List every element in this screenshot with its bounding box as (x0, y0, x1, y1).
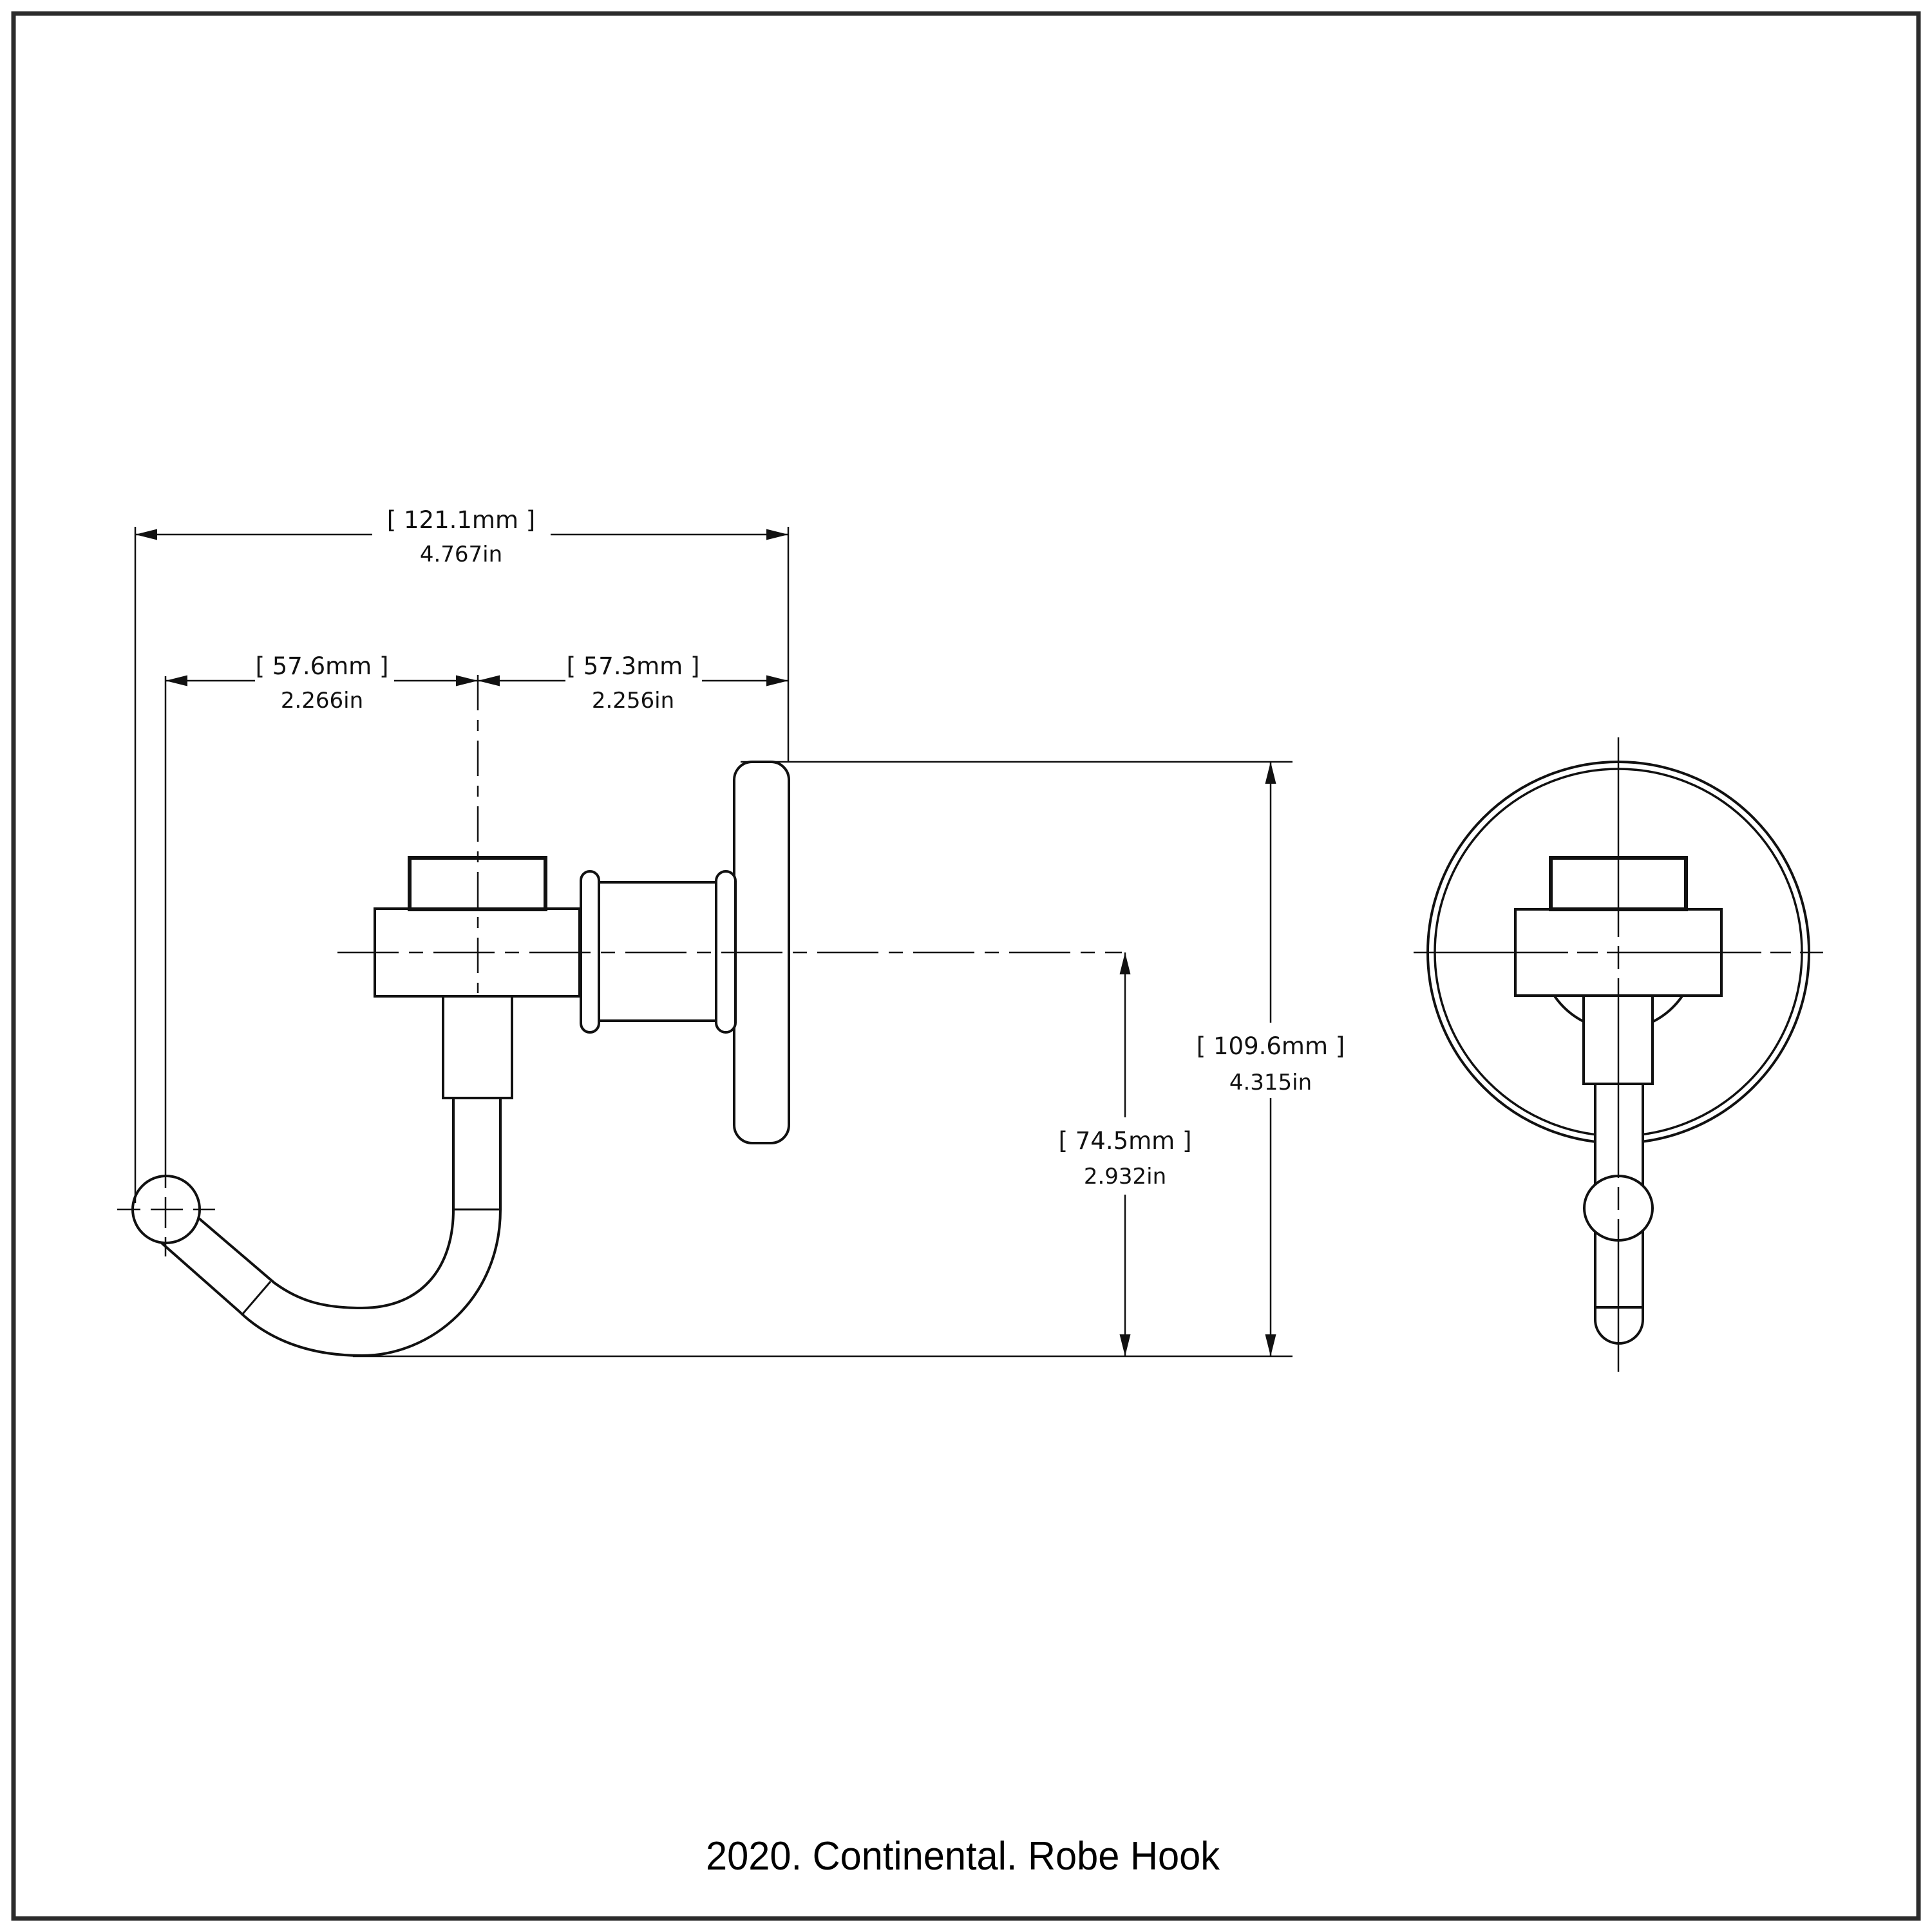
dim-overall-width-in: 4.767in (420, 542, 502, 567)
dim-overall-height-mm: [ 109.6mm ] (1197, 1032, 1345, 1060)
dim-overall-height: [ 109.6mm ] 4.315in (1197, 762, 1345, 1356)
side-post (442, 995, 513, 1099)
side-spool-cylinder (598, 881, 717, 1022)
dim-overall-height-in: 4.315in (1229, 1070, 1312, 1095)
dim-wall-to-center-in: 2.256in (592, 688, 674, 714)
dim-wall-to-center-mm: [ 57.3mm ] (567, 652, 700, 680)
side-view (117, 675, 1122, 1358)
dim-hook-tip-offset: [ 57.6mm ] 2.266in (166, 652, 478, 714)
side-hook-arm (155, 1097, 502, 1358)
front-view (1414, 737, 1823, 1372)
dim-wall-to-center: [ 57.3mm ] 2.256in (478, 652, 788, 714)
dim-center-drop-in: 2.932in (1084, 1164, 1166, 1189)
dim-center-drop: [ 74.5mm ] 2.932in (1059, 952, 1192, 1356)
dim-hook-tip-offset-mm: [ 57.6mm ] (256, 652, 389, 680)
arrow-left-icon (135, 529, 157, 540)
arrow-left-icon (166, 675, 187, 687)
arrow-left-icon (478, 675, 500, 687)
arrow-up-icon (1265, 762, 1276, 784)
dim-hook-tip-offset-in: 2.266in (281, 688, 363, 714)
extension-lines (134, 527, 1293, 1358)
arrow-right-icon (766, 675, 788, 687)
arrow-right-icon (766, 529, 788, 540)
arrow-up-icon (1119, 952, 1131, 974)
dim-overall-width: [ 121.1mm ] 4.767in (135, 506, 788, 567)
arrow-right-icon (456, 675, 478, 687)
arrow-down-icon (1119, 1334, 1131, 1356)
drawing-title: 2020. Continental. Robe Hook (706, 1834, 1220, 1879)
side-hook-joint-tick-lower (242, 1281, 272, 1314)
dim-center-drop-mm: [ 74.5mm ] (1059, 1127, 1192, 1155)
page-border (11, 11, 1921, 1921)
arrow-down-icon (1265, 1334, 1276, 1356)
dim-overall-width-mm: [ 121.1mm ] (387, 506, 535, 534)
